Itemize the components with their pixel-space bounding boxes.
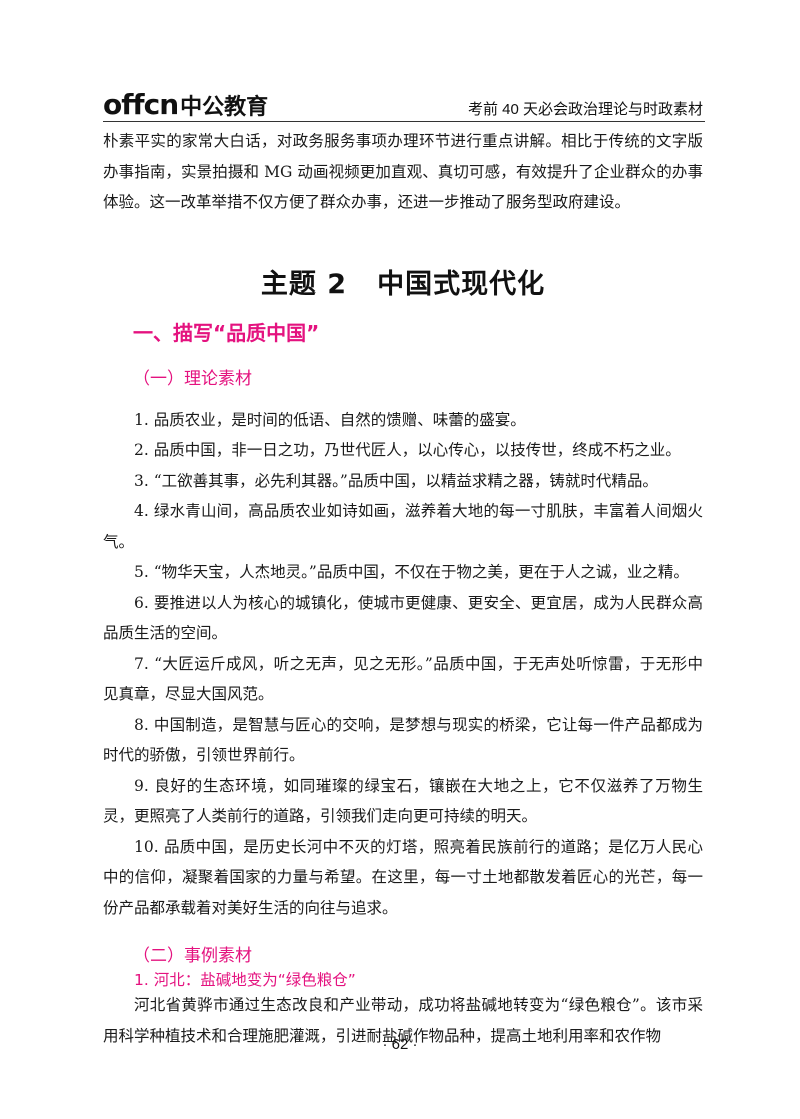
intro-paragraph: 朴素平实的家常大白话，对政务服务事项办理环节进行重点讲解。相比于传统的文字版办事… <box>103 132 703 211</box>
book-title: 考前 40 天必会政治理论与时政素材 <box>467 101 703 118</box>
list-item: 8. 中国制造，是智慧与匠心的交响，是梦想与现实的桥梁，它让每一件产品都成为时代… <box>103 715 703 765</box>
section-heading: 一、描写“品质中国” <box>133 320 320 345</box>
list-item: 7. “大匠运斤成风，听之无声，见之无形。”品质中国，于无声处听惊雷，于无形中见… <box>103 654 703 704</box>
list-item: 2. 品质中国，非一日之功，乃世代匠人，以心传心，以技传世，终成不朽之业。 <box>134 441 681 459</box>
theme-number: 主题 2 <box>260 268 348 300</box>
list-item: 9. 良好的生态环境，如同璀璨的绿宝石，镶嵌在大地之上，它不仅滋养了万物生灵，更… <box>103 776 703 826</box>
case-paragraph: 河北省黄骅市通过生态改良和产业带动，成功将盐碱地转变为“绿色粮仓”。该市采用科学… <box>103 996 703 1045</box>
theme-title: 主题 2 中国式现代化 <box>103 262 703 301</box>
theory-list: 1. 品质农业，是时间的低语、自然的馈赠、味蕾的盛宴。 2. 品质中国，非一日之… <box>103 405 703 924</box>
subsection-heading-cases: （二）事例素材 <box>133 946 252 966</box>
list-item: 5. “物华天宝，人杰地灵。”品质中国，不仅在于物之美，更在于人之诚，业之精。 <box>134 563 689 581</box>
logo-cn-text: 中公教育 <box>180 95 269 120</box>
list-item: 10. 品质中国，是历史长河中不灭的灯塔，照亮着民族前行的道路；是亿万人民心中的… <box>103 837 703 917</box>
list-item: 3. “工欲善其事，必先利其器。”品质中国，以精益求精之器，铸就时代精品。 <box>134 471 658 490</box>
subsection-heading-theory: （一）理论素材 <box>133 368 252 389</box>
offcn-logo: offcn 中公教育 <box>103 88 269 121</box>
page-number: · 62 · <box>382 1036 418 1053</box>
list-item: 6. 要推进以人为核心的城镇化，使城市更健康、更安全、更宜居，成为人民群众高品质… <box>103 593 703 643</box>
page-header: offcn 中公教育 考前 40 天必会政治理论与时政素材 <box>103 82 705 122</box>
logo-en-text: offcn <box>103 88 179 121</box>
list-item: 1. 品质农业，是时间的低语、自然的馈赠、味蕾的盛宴。 <box>134 410 526 429</box>
theme-name: 中国式现代化 <box>377 268 546 300</box>
case-heading: 1. 河北：盐碱地变为“绿色粮仓” <box>134 971 356 989</box>
list-item: 4. 绿水青山间，高品质农业如诗如画，滋养着大地的每一寸肌肤，丰富着人间烟火气。 <box>103 502 703 551</box>
header-divider <box>103 121 705 122</box>
page-content: 朴素平实的家常大白话，对政务服务事项办理环节进行重点讲解。相比于传统的文字版办事… <box>103 126 703 1051</box>
